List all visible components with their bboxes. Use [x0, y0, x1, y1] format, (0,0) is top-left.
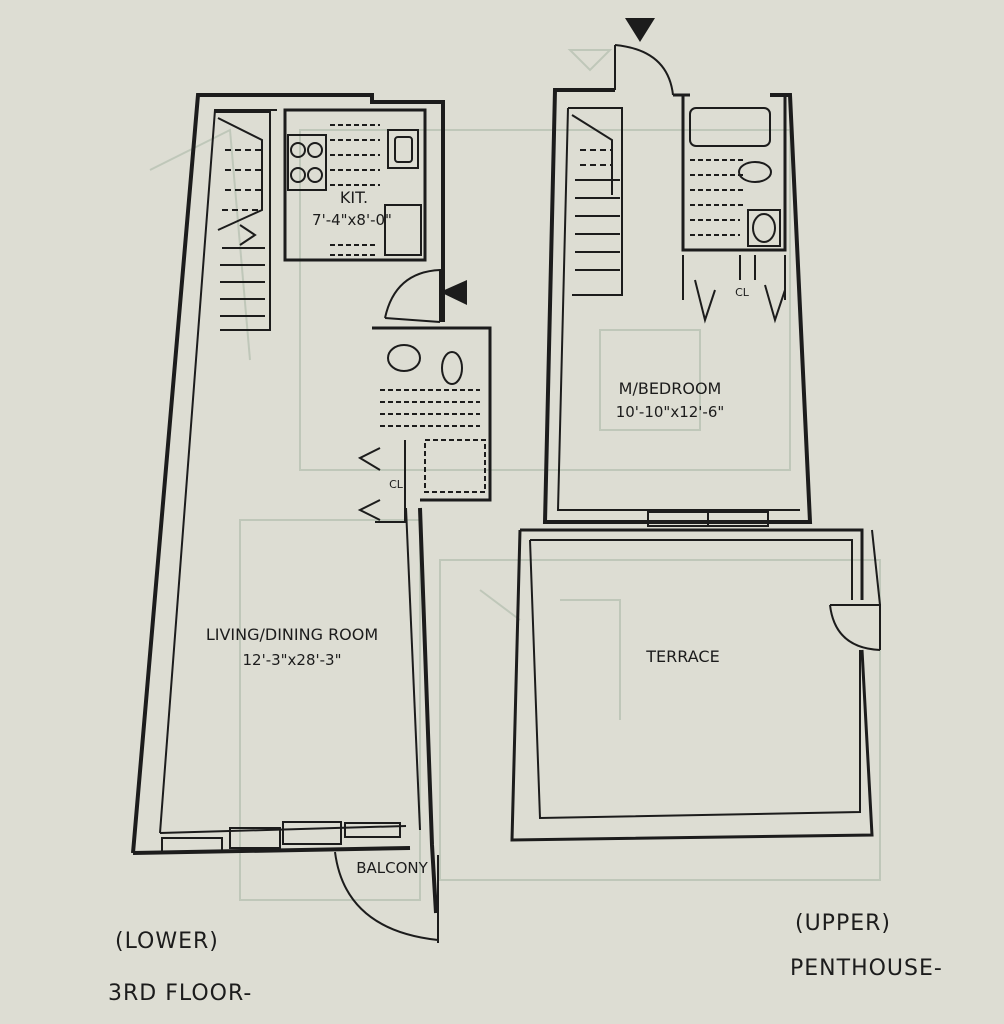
upper-entry-arrow — [625, 18, 655, 42]
lower-outer-wall-inner — [159, 109, 277, 834]
kitchen-label: KIT. — [340, 188, 368, 207]
upper-closet — [682, 255, 786, 324]
upper-bath — [681, 95, 787, 252]
upper-entry-door — [614, 44, 674, 96]
lower-inner-wall-right — [418, 507, 438, 914]
balcony-label: BALCONY — [356, 859, 428, 877]
kitchen — [283, 108, 427, 262]
lower-entry-door — [384, 268, 441, 323]
upper-caption-2: PENTHOUSE- — [790, 956, 943, 981]
lower-windows — [161, 821, 401, 853]
lower-bath — [372, 326, 492, 502]
kitchen-dims: 7'-4"x8'-0" — [312, 211, 392, 229]
terrace-door — [829, 604, 881, 651]
upper-floor-plan — [510, 18, 881, 842]
upper-closet-label: CL — [735, 286, 750, 299]
bedroom-wall — [542, 88, 813, 524]
lower-closet — [357, 440, 406, 523]
lower-floor-plan — [131, 93, 492, 943]
terrace — [510, 528, 881, 842]
terrace-label: TERRACE — [645, 647, 719, 666]
upper-caption-1: (UPPER) — [795, 911, 891, 936]
balcony-door — [334, 851, 439, 943]
living-room-label: LIVING/DINING ROOM — [206, 625, 378, 644]
lower-outer-wall — [131, 93, 445, 854]
lower-caption-2: 3RD FLOOR- — [108, 981, 252, 1006]
lower-closet-label: CL — [389, 478, 404, 491]
bedroom-label: M/BEDROOM — [619, 379, 722, 398]
lower-caption-1: (LOWER) — [115, 929, 219, 954]
bedroom-dims: 10'-10"x12'-6" — [616, 403, 725, 421]
upper-stair — [568, 107, 623, 296]
living-room-dims: 12'-3"x28'-3" — [242, 651, 341, 669]
ghost-bleed-through — [149, 49, 881, 901]
terrace-wall — [510, 528, 874, 842]
lower-entry-arrow — [440, 280, 467, 305]
lower-stair — [215, 111, 271, 331]
upper-windows — [647, 511, 769, 527]
